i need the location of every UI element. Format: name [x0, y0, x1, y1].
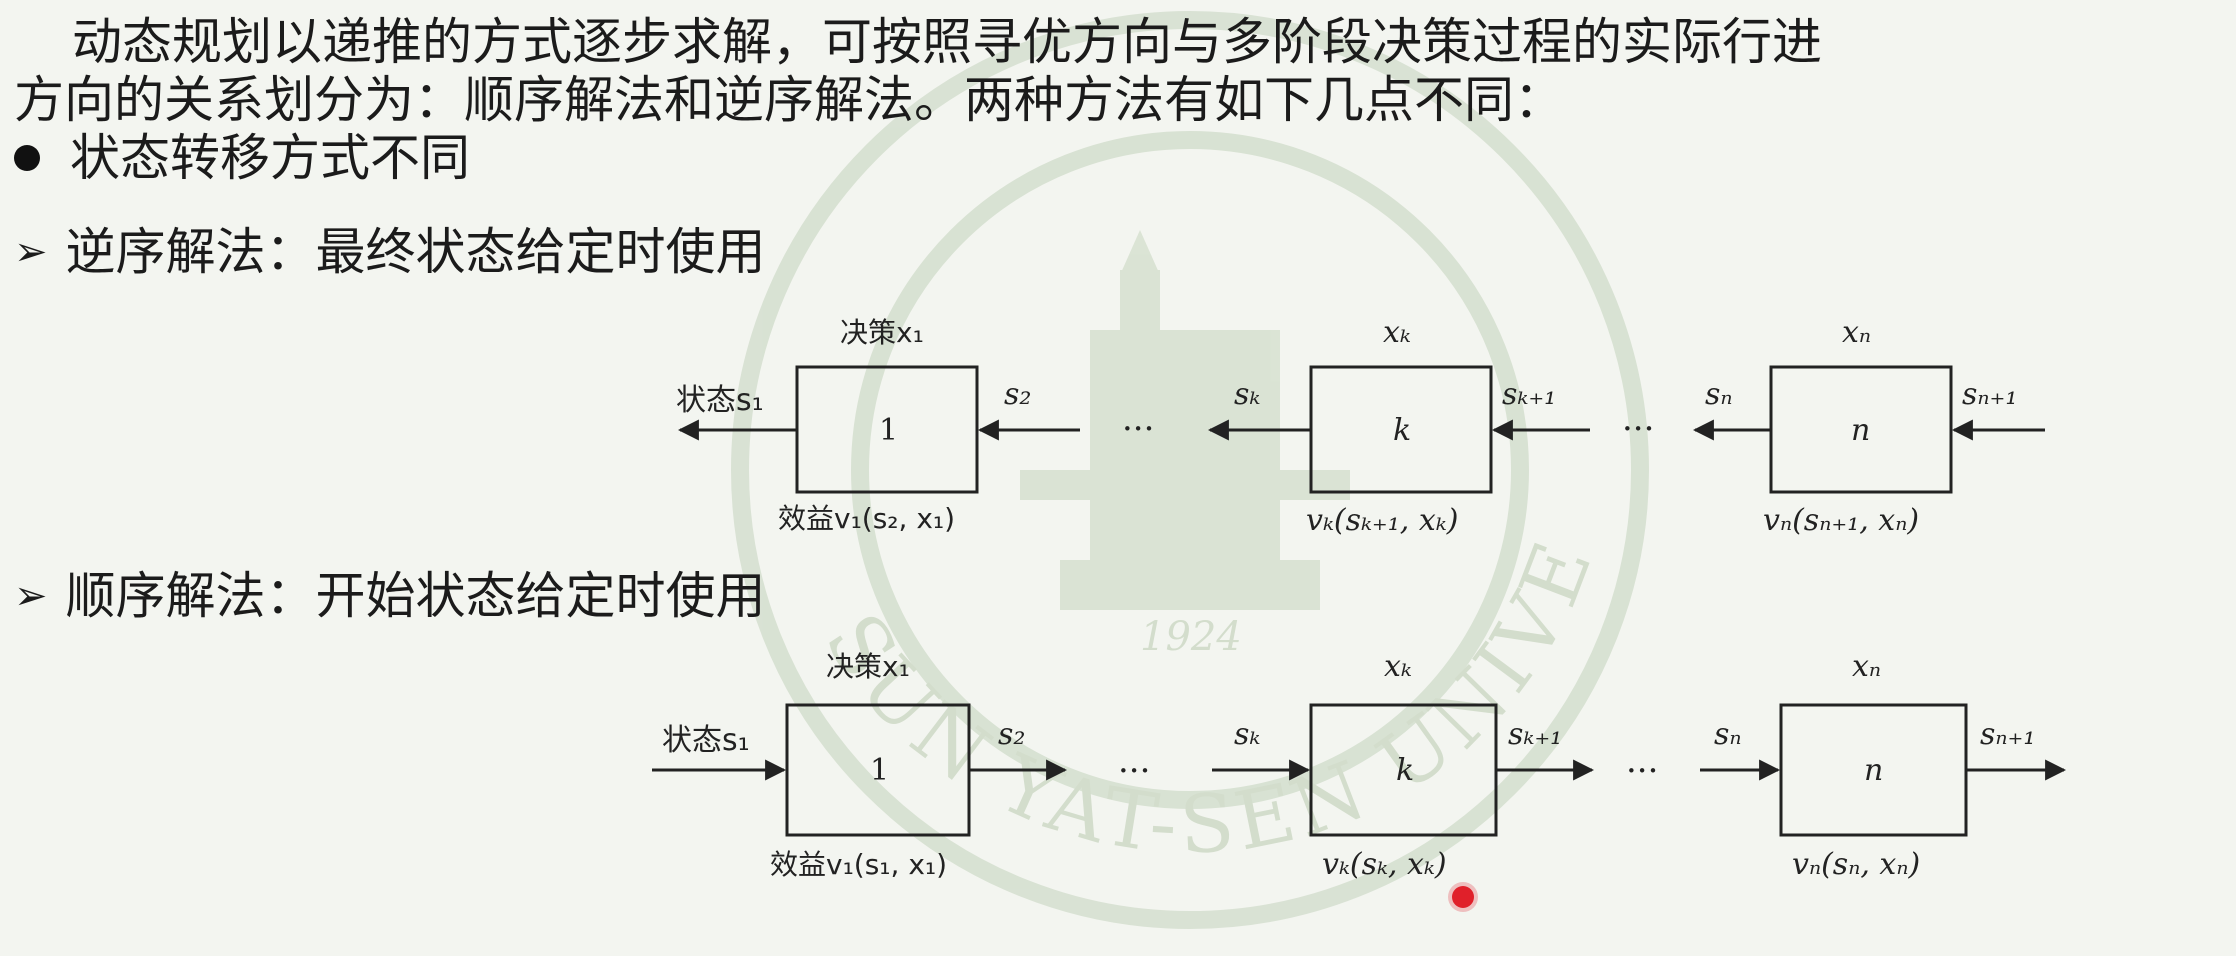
reverse-stage-n-label: n — [1851, 413, 1870, 448]
reverse-dots-2: ··· — [1622, 409, 1654, 449]
forward-sn-label: sₙ — [1714, 717, 1742, 752]
reverse-diagram: 决策x₁ 1 效益v₁(s₂, x₁) 状态s₁ s₂ ··· sₖ xₖ k … — [676, 315, 2045, 538]
paragraph-line-1: 动态规划以递推的方式逐步求解，可按照寻优方向与多阶段决策过程的实际行进 — [72, 13, 1822, 71]
bullet-text: 状态转移方式不同 — [70, 129, 470, 187]
reverse-stage-1-decision: 决策x₁ — [840, 316, 924, 349]
reverse-stage-n-benefit: vₙ(sₙ₊₁, xₙ) — [1763, 503, 1919, 538]
forward-stage-1-label: 1 — [870, 753, 889, 788]
forward-stage-k-benefit: vₖ(sₖ, xₖ) — [1322, 847, 1447, 882]
reverse-sk-label: sₖ — [1234, 377, 1260, 412]
forward-sk1-label: sₖ₊₁ — [1508, 717, 1562, 752]
forward-state-s1: 状态s₁ — [662, 723, 750, 758]
forward-stage-n-label: n — [1864, 753, 1883, 788]
forward-stage-n-benefit: vₙ(sₙ, xₙ) — [1792, 847, 1920, 882]
forward-dots-1: ··· — [1118, 751, 1150, 791]
reverse-stage-1-label: 1 — [879, 413, 898, 448]
reverse-stage-k-decision: xₖ — [1383, 315, 1411, 350]
reverse-stage-k-benefit: vₖ(sₖ₊₁, xₖ) — [1306, 503, 1458, 538]
forward-sk-label: sₖ — [1234, 717, 1260, 752]
bullet-point: 状态转移方式不同 — [14, 128, 470, 188]
forward-stage-k-label: k — [1396, 753, 1414, 788]
reverse-stage-1-benefit: 效益v₁(s₂, x₁) — [778, 502, 955, 535]
reverse-s2-label: s₂ — [1004, 377, 1031, 412]
reverse-stage-n-decision: xₙ — [1842, 315, 1871, 350]
arrow-bullet-icon: ➢ — [14, 229, 48, 275]
reverse-heading: 逆序解法：最终状态给定时使用 — [65, 223, 766, 281]
reverse-sk1-label: sₖ₊₁ — [1502, 377, 1556, 412]
reverse-sn1-label: sₙ₊₁ — [1962, 377, 2017, 412]
reverse-heading-line: ➢ 逆序解法：最终状态给定时使用 — [14, 222, 766, 282]
forward-diagram: 决策x₁ 1 效益v₁(s₁, x₁) 状态s₁ s₂ ··· sₖ xₖ k … — [652, 649, 2067, 882]
paragraph-line-2: 方向的关系划分为：顺序解法和逆序解法。两种方法有如下几点不同： — [14, 71, 1564, 129]
pointer-cursor-icon — [1452, 886, 1474, 908]
forward-sn1-label: sₙ₊₁ — [1980, 717, 2035, 752]
forward-heading: 顺序解法：开始状态给定时使用 — [65, 567, 766, 625]
bullet-dot-icon — [14, 144, 40, 171]
reverse-dots-1: ··· — [1122, 409, 1154, 449]
forward-stage-n-decision: xₙ — [1852, 649, 1881, 684]
reverse-state-s1: 状态s₁ — [676, 383, 764, 418]
forward-stage-1-decision: 决策x₁ — [826, 650, 910, 683]
forward-stage-k-decision: xₖ — [1384, 649, 1412, 684]
forward-stage-1-benefit: 效益v₁(s₁, x₁) — [770, 848, 947, 881]
reverse-stage-k-label: k — [1393, 413, 1411, 448]
reverse-sn-label: sₙ — [1705, 377, 1733, 412]
arrow-bullet-icon: ➢ — [14, 573, 48, 619]
seal-year: 1924 — [1140, 614, 1242, 660]
forward-s2-label: s₂ — [998, 717, 1025, 752]
forward-dots-2: ··· — [1626, 751, 1658, 791]
forward-heading-line: ➢ 顺序解法：开始状态给定时使用 — [14, 566, 766, 626]
